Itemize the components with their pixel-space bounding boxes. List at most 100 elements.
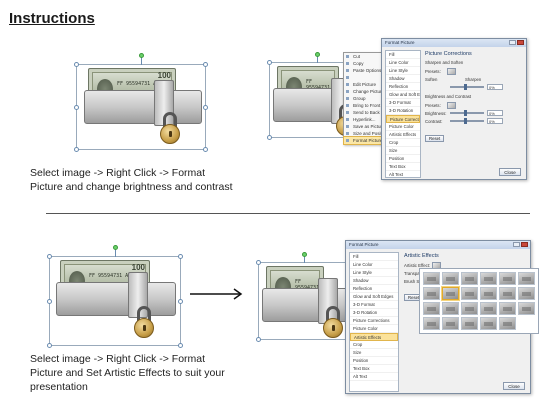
artistic-effect-option[interactable] [480, 272, 497, 285]
nav-glow[interactable]: Glow and Soft Edges [350, 293, 398, 301]
context-menu-item[interactable]: Save as Picture... [344, 123, 388, 130]
picture-selection-1[interactable] [74, 53, 208, 152]
resize-handle-ne[interactable] [178, 254, 183, 259]
nav-crop[interactable]: Crop [350, 341, 398, 349]
bc-presets-dropdown[interactable] [447, 101, 456, 109]
nav-fill[interactable]: Fill [350, 253, 398, 261]
sharpen-spinner[interactable]: 0% [487, 84, 503, 90]
rotation-handle[interactable] [113, 245, 118, 250]
artistic-effect-option[interactable] [461, 272, 478, 285]
nav-crop[interactable]: Crop [386, 139, 420, 147]
resize-handle-nw[interactable] [74, 62, 79, 67]
nav-position[interactable]: Position [350, 357, 398, 365]
brightness-spinner[interactable]: 0% [487, 110, 503, 116]
presets-dropdown[interactable] [447, 67, 456, 75]
artistic-effect-option[interactable] [499, 302, 516, 315]
close-button[interactable]: Close [499, 168, 521, 176]
nav-line-color[interactable]: Line Color [386, 59, 420, 67]
nav-position[interactable]: Position [386, 155, 420, 163]
artistic-effect-option[interactable] [442, 317, 459, 330]
nav-line-color[interactable]: Line Color [350, 261, 398, 269]
resize-handle-w[interactable] [47, 299, 52, 304]
nav-3d-rotation[interactable]: 3-D Rotation [350, 309, 398, 317]
contrast-slider[interactable] [450, 118, 484, 124]
artistic-effect-option[interactable] [499, 287, 516, 300]
close-button[interactable]: Close [503, 382, 525, 390]
artistic-effect-option[interactable] [518, 287, 535, 300]
artistic-effect-option[interactable] [423, 272, 440, 285]
resize-handle-ne[interactable] [203, 62, 208, 67]
sharpen-slider[interactable] [450, 84, 484, 90]
rotation-handle[interactable] [315, 52, 320, 57]
context-menu-item[interactable] [344, 74, 388, 81]
resize-handle-nw[interactable] [256, 260, 261, 265]
nav-picture-color[interactable]: Picture Color [350, 325, 398, 333]
nav-fill[interactable]: Fill [386, 51, 420, 59]
artistic-effect-option[interactable] [442, 272, 459, 285]
context-menu-item[interactable]: Change Picture... [344, 88, 388, 95]
artistic-effect-option[interactable] [518, 272, 535, 285]
resize-handle-e[interactable] [178, 299, 183, 304]
help-icon[interactable] [509, 40, 516, 45]
artistic-effect-option[interactable] [518, 302, 535, 315]
context-menu-item[interactable]: Paste Options: [344, 67, 388, 74]
artistic-effect-option[interactable] [499, 317, 516, 330]
picture-selection-3[interactable] [47, 245, 183, 348]
context-menu-item[interactable]: Cut [344, 53, 388, 60]
context-menu-item[interactable]: Bring to Front [344, 102, 388, 109]
nav-reflection[interactable]: Reflection [386, 83, 420, 91]
resize-handle-w[interactable] [74, 105, 79, 110]
artistic-effect-option[interactable] [442, 287, 459, 300]
nav-reflection[interactable]: Reflection [350, 285, 398, 293]
resize-handle-e[interactable] [203, 105, 208, 110]
nav-3d-rotation[interactable]: 3-D Rotation [386, 107, 420, 115]
artistic-effect-option[interactable] [480, 302, 497, 315]
artistic-effect-option[interactable] [442, 302, 459, 315]
nav-text-box[interactable]: Text Box [386, 163, 420, 171]
artistic-effect-option[interactable] [461, 317, 478, 330]
context-menu-format-picture[interactable]: Format Picture... [343, 136, 389, 145]
close-icon[interactable] [517, 40, 524, 45]
contrast-spinner[interactable]: 0% [487, 118, 503, 124]
context-menu-item[interactable]: Group [344, 95, 388, 102]
context-menu-item[interactable]: Send to Back [344, 109, 388, 116]
context-menu-item[interactable]: Edit Picture [344, 81, 388, 88]
resize-handle-nw[interactable] [267, 60, 272, 65]
context-menu-item[interactable]: Hyperlink... [344, 116, 388, 123]
artistic-effect-option[interactable] [423, 287, 440, 300]
resize-handle-sw[interactable] [256, 337, 261, 342]
artistic-effect-option[interactable] [480, 287, 497, 300]
resize-handle-sw[interactable] [74, 147, 79, 152]
nav-picture-color[interactable]: Picture Color [386, 123, 420, 131]
rotation-handle[interactable] [302, 252, 307, 257]
close-icon[interactable] [521, 242, 528, 247]
nav-picture-corrections[interactable]: Picture Corrections [386, 115, 420, 123]
nav-line-style[interactable]: Line Style [386, 67, 420, 75]
artistic-effect-option[interactable] [499, 272, 516, 285]
resize-handle-se[interactable] [178, 343, 183, 348]
help-icon[interactable] [513, 242, 520, 247]
nav-size[interactable]: Size [386, 147, 420, 155]
nav-3d-format[interactable]: 3-D Format [386, 99, 420, 107]
resize-handle-sw[interactable] [267, 135, 272, 140]
artistic-effect-option[interactable] [423, 302, 440, 315]
nav-artistic-effects[interactable]: Artistic Effects [386, 131, 420, 139]
nav-picture-corrections[interactable]: Picture Corrections [350, 317, 398, 325]
nav-glow[interactable]: Glow and Soft Edges [386, 91, 420, 99]
context-menu-item[interactable]: Size and Position... [344, 130, 388, 137]
artistic-effect-option[interactable] [480, 317, 497, 330]
nav-artistic-effects[interactable]: Artistic Effects [350, 333, 398, 341]
nav-shadow[interactable]: Shadow [350, 277, 398, 285]
context-menu-item[interactable]: Copy [344, 60, 388, 67]
nav-alt-text[interactable]: Alt Text [386, 171, 420, 179]
nav-size[interactable]: Size [350, 349, 398, 357]
reset-button[interactable]: Reset [425, 135, 445, 142]
nav-alt-text[interactable]: Alt Text [350, 373, 398, 381]
nav-shadow[interactable]: Shadow [386, 75, 420, 83]
nav-3d-format[interactable]: 3-D Format [350, 301, 398, 309]
brightness-slider[interactable] [450, 110, 484, 116]
resize-handle-nw[interactable] [47, 254, 52, 259]
resize-handle-se[interactable] [203, 147, 208, 152]
nav-text-box[interactable]: Text Box [350, 365, 398, 373]
artistic-effect-option[interactable] [423, 317, 440, 330]
